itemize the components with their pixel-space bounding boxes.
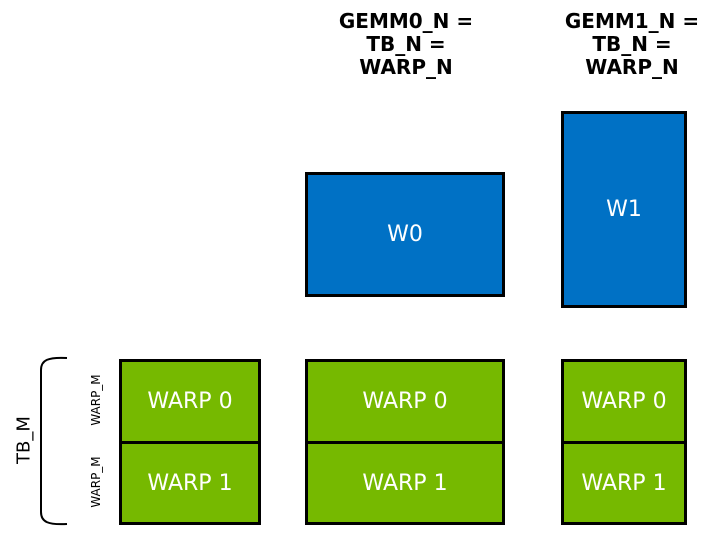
gemm0-column-header: GEMM0_N = TB_N = WARP_N: [338, 9, 474, 79]
warp-m-label-bottom: WARP_M: [89, 456, 103, 508]
warp-tile-w0-label: W0: [387, 222, 423, 247]
warp-group-column-1: WARP 0 WARP 1: [305, 359, 505, 525]
warp-tile-w1-label: W1: [606, 197, 642, 222]
warp-group-column-0: WARP 0 WARP 1: [119, 359, 261, 525]
tb-m-label: TB_M: [13, 416, 35, 464]
warp1-cell-column-2: WARP 1: [581, 470, 667, 496]
warp1-cell-column-1: WARP 1: [362, 470, 448, 496]
tb-m-bracket: [40, 356, 68, 526]
warp1-cell-column-0: WARP 1: [147, 470, 233, 496]
warp0-cell-column-0: WARP 0: [122, 362, 258, 444]
warp-tile-w0: W0: [305, 172, 505, 297]
warp0-cell-column-1: WARP 0: [308, 362, 502, 444]
warp-tile-w1: W1: [561, 111, 687, 308]
warp-m-label-top: WARP_M: [89, 374, 103, 426]
warp0-cell-column-2: WARP 0: [564, 362, 684, 444]
warp-group-column-2: WARP 0 WARP 1: [561, 359, 687, 525]
gemm1-column-header: GEMM1_N = TB_N = WARP_N: [564, 9, 700, 79]
